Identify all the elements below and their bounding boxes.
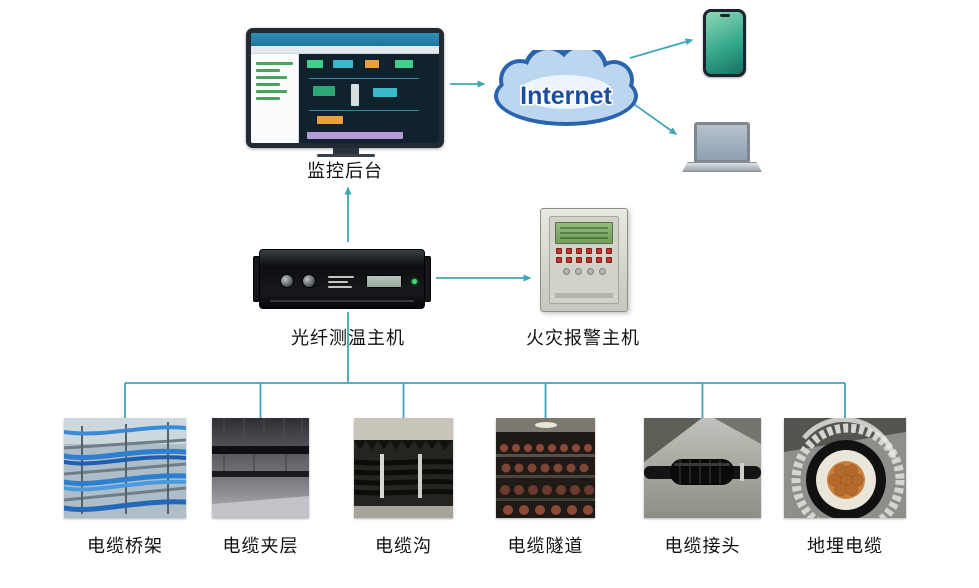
tree-item <box>256 90 288 93</box>
site-label-cable-tunnel: 电缆隧道 <box>507 536 584 556</box>
panel-bottom-strip <box>270 300 414 302</box>
fire-alarm-panel <box>549 216 619 304</box>
fiber-connector <box>302 274 316 288</box>
fire-alarm-lcd <box>555 222 613 244</box>
smartphone-icon <box>703 9 746 77</box>
fire-alarm-buttons <box>555 268 613 275</box>
fiber-connector <box>280 274 294 288</box>
mimic-block <box>333 60 353 68</box>
smartphone-camera-notch <box>719 14 730 17</box>
fire-alarm-host <box>540 208 628 312</box>
cable-tunnel-art <box>496 418 595 518</box>
site-label-cable-tray: 电缆桥架 <box>87 536 163 556</box>
panel-button <box>586 268 594 275</box>
cable-mezzanine-art <box>212 418 309 518</box>
photo-cable-mezzanine <box>212 418 309 518</box>
mimic-block <box>395 60 413 68</box>
cable-tray-art <box>64 418 186 518</box>
host-lcd-display <box>366 275 402 288</box>
mimic-block <box>313 86 335 96</box>
cable-joint-art <box>644 418 761 518</box>
site-label-cable-mezzanine: 电缆夹层 <box>222 536 299 556</box>
monitor-label: 监控后台 <box>307 161 383 181</box>
site-label-cable-trench: 电缆沟 <box>375 536 432 556</box>
alarm-led <box>596 257 602 263</box>
tree-item <box>256 69 281 72</box>
screen-body <box>251 54 439 143</box>
buried-cable-art <box>784 418 906 518</box>
photo-cable-trench <box>354 418 453 518</box>
cloud-highlight <box>520 75 612 109</box>
monitor-stand-base <box>317 154 375 157</box>
photo-buried-cable <box>784 418 906 518</box>
site-label-cable-joint: 电缆接头 <box>664 536 741 556</box>
mimic-line <box>309 110 419 111</box>
mimic-block <box>307 60 323 68</box>
mimic-block <box>317 116 343 124</box>
alarm-led <box>556 248 562 254</box>
panel-text-line <box>328 286 352 288</box>
laptop-screen <box>694 122 750 162</box>
fiber-host-label: 光纤测温主机 <box>291 328 405 348</box>
photo-cable-joint <box>644 418 761 518</box>
screen-toolbar <box>251 46 439 54</box>
alarm-led <box>586 257 592 263</box>
panel-text-line <box>328 276 354 278</box>
alarm-led <box>566 248 572 254</box>
monitor-display <box>246 28 444 148</box>
tree-item <box>256 83 281 86</box>
laptop-icon <box>682 122 762 178</box>
panel-button <box>574 268 582 275</box>
alarm-led <box>576 257 582 263</box>
internet-cloud-art: Internet <box>494 50 638 126</box>
photo-cable-tray <box>64 418 186 518</box>
panel-text-line <box>328 281 348 283</box>
mimic-bar <box>307 132 403 139</box>
panel-button <box>562 268 570 275</box>
tree-item <box>256 76 288 79</box>
bus-lines <box>124 312 846 418</box>
fire-alarm-footer <box>555 293 613 298</box>
screen-titlebar <box>251 33 439 46</box>
screen-mimic-view <box>299 54 439 143</box>
panel-button <box>598 268 606 275</box>
fiber-temperature-host <box>253 246 431 312</box>
fire-alarm-label: 火灾报警主机 <box>526 328 640 348</box>
alarm-led <box>606 257 612 263</box>
tree-item <box>256 97 281 100</box>
site-label-buried-cable: 地埋电缆 <box>807 536 883 556</box>
internet-cloud: Internet <box>488 50 644 138</box>
mimic-block <box>373 88 397 97</box>
cable-trench-art <box>354 418 453 518</box>
mimic-line <box>309 78 419 79</box>
alarm-led <box>606 248 612 254</box>
photo-cable-tunnel <box>496 418 595 518</box>
laptop-keyboard-base <box>682 162 762 172</box>
alarm-led <box>566 257 572 263</box>
tree-item <box>256 62 293 65</box>
status-led <box>412 279 417 284</box>
monitor-stand <box>333 148 359 154</box>
mimic-block <box>351 84 359 106</box>
fire-alarm-led-grid <box>555 248 613 263</box>
internet-label: Internet <box>520 82 612 110</box>
monitor-screen <box>251 33 439 143</box>
alarm-led <box>556 257 562 263</box>
rack-ear-right <box>424 256 431 302</box>
alarm-led <box>576 248 582 254</box>
mimic-block <box>365 60 379 68</box>
screen-tree-panel <box>251 54 299 143</box>
fiber-host-chassis <box>259 249 425 309</box>
alarm-led <box>596 248 602 254</box>
alarm-led <box>586 248 592 254</box>
smartphone-screen <box>706 12 743 74</box>
